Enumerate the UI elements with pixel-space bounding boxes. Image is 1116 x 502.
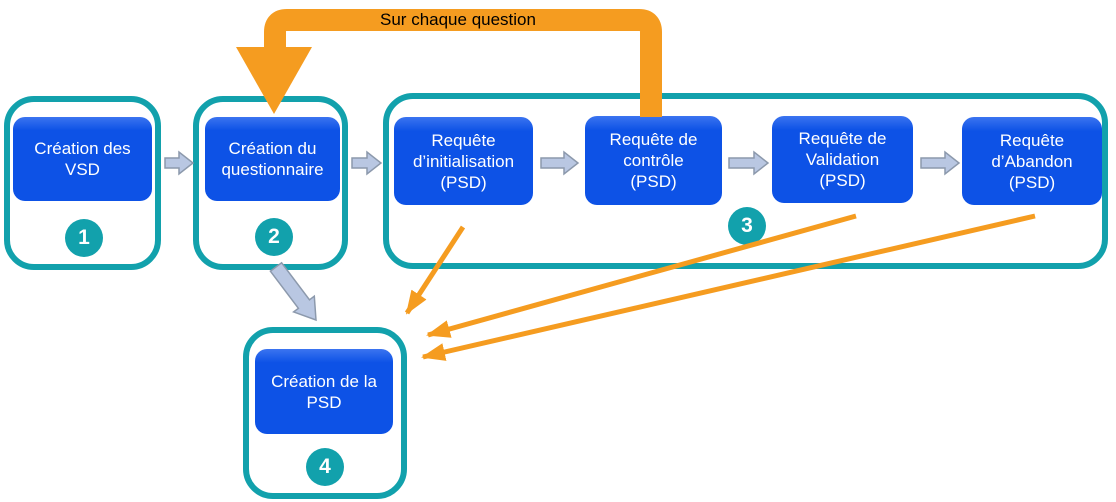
box-requete-controle: Requête de contrôle (PSD) [585,116,722,205]
box-creation-questionnaire: Création du questionnaire [205,117,340,201]
frame-step-psd [243,327,407,499]
step-number-2-badge: 2 [255,218,293,256]
arrow-right-icon [351,150,383,176]
step-number-4-badge: 4 [306,448,344,486]
box-requete-validation: Requête de Validation (PSD) [772,116,913,203]
frame-step-vsd [4,96,161,270]
box-requete-initialisation: Requête d’initialisation (PSD) [394,117,533,205]
step-number-1-badge: 1 [65,219,103,257]
step-number-3-badge: 3 [728,207,766,245]
box-creation-vsd: Création des VSD [13,117,152,201]
loop-label: Sur chaque question [380,10,536,29]
arrow-down-right-icon [269,261,317,322]
box-creation-psd: Création de la PSD [255,349,393,434]
arrow-right-icon [164,150,195,176]
box-requete-abandon: Requête d’Abandon (PSD) [962,117,1102,205]
